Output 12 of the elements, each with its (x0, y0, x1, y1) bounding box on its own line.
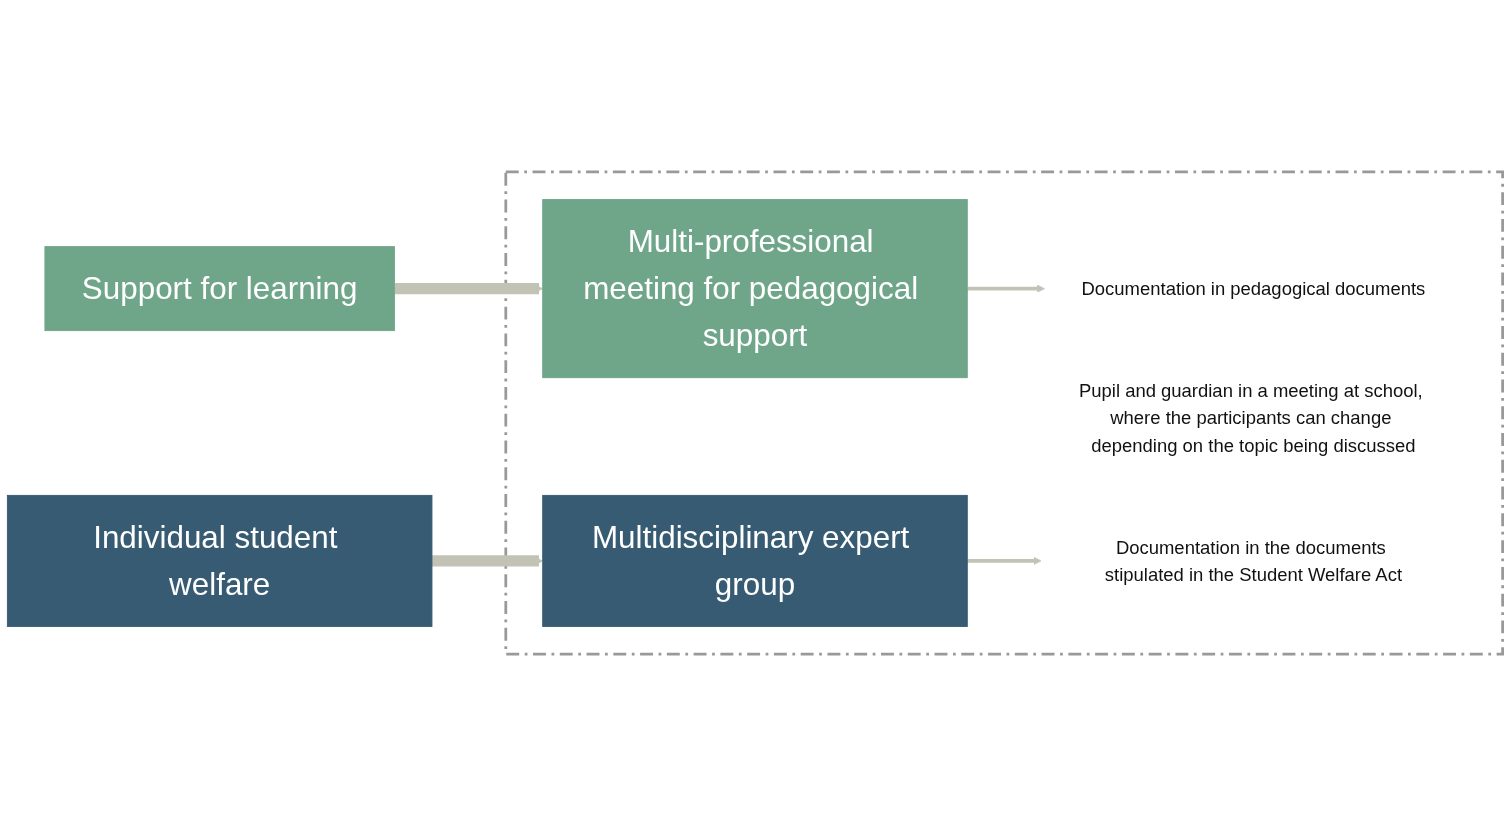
node-box: Individual student welfare (6, 494, 433, 627)
node-box: Multi-professional meeting for pedagogical support (542, 199, 968, 379)
node-box: Multidisciplinary expert group (542, 494, 968, 627)
node-text: Documentation in pedagogical documents (1081, 278, 1426, 299)
arrow (431, 555, 544, 567)
node-text: Documentation in the documents stipulated in the Student Welfare Act (1104, 536, 1403, 585)
arrow (967, 556, 1042, 565)
cluster (504, 170, 1504, 656)
node-text: Pupil and guardian in a meeting at school, where the participants can change depending on the topic being discussed (1078, 380, 1423, 456)
arrow (967, 284, 1045, 293)
node-box: Support for learning (44, 246, 395, 332)
arrow (394, 283, 544, 295)
